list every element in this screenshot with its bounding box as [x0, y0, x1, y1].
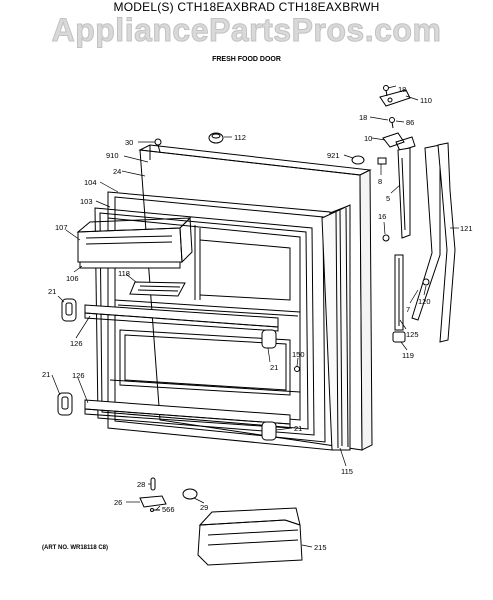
art-number: (ART NO. WR18118 C8): [42, 545, 109, 551]
plug-icon: [208, 132, 224, 144]
shelf-cap-left-lower: [57, 392, 73, 416]
callout-150: 150: [292, 350, 305, 359]
part-29: [182, 488, 198, 500]
callout-106: 106: [66, 274, 79, 283]
callout-120: 120: [418, 297, 431, 306]
callout-119: 119: [402, 351, 414, 360]
callout-125: 125: [406, 330, 419, 339]
door-liner: [94, 207, 315, 436]
callout-215: 215: [314, 543, 327, 552]
hinge-screw-86: [389, 117, 395, 129]
part-28: [150, 477, 156, 491]
plug-921-icon: [351, 155, 365, 165]
lower-handle-strip: [394, 254, 404, 331]
callout-21: 21: [42, 370, 50, 379]
callout-86: 86: [406, 118, 414, 127]
handle-trim: [437, 142, 456, 343]
dairy-door: [79, 261, 181, 269]
callout-10: 10: [364, 134, 372, 143]
callout-28: 28: [137, 480, 145, 489]
callout-24: 24: [113, 167, 121, 176]
screw-16-icon: [382, 234, 390, 242]
callout-118: 118: [118, 269, 130, 278]
handle-screw-120: [422, 278, 430, 286]
callout-30: 30: [125, 138, 133, 147]
callout-115: 115: [341, 467, 353, 476]
callout-126: 126: [72, 371, 85, 380]
handle-insert: [411, 144, 441, 321]
callout-104: 104: [84, 178, 97, 187]
callout-110: 110: [420, 96, 432, 105]
callout-21: 21: [270, 363, 278, 372]
leader-lines: [51, 85, 459, 548]
callout-112: 112: [234, 133, 246, 142]
shelf-cap-right-lower: [261, 421, 277, 441]
callout-18: 18: [398, 85, 406, 94]
hinge-pin: [377, 157, 387, 165]
callout-7: 7: [406, 305, 410, 314]
hinge-cap: [379, 89, 411, 107]
door-handle: [397, 147, 411, 239]
handle-bracket-119: [392, 331, 406, 343]
section-title: FRESH FOOD DOOR: [212, 56, 281, 63]
callout-8: 8: [378, 177, 382, 186]
callout-103: 103: [80, 197, 93, 206]
callout-21: 21: [294, 424, 302, 433]
callout-29: 29: [200, 503, 208, 512]
callout-107: 107: [55, 223, 68, 232]
callout-18: 18: [359, 113, 367, 122]
dairy-compartment: [76, 216, 193, 264]
callout-121: 121: [460, 224, 473, 233]
watermark: AppliancePartsPros.com: [51, 12, 442, 49]
part-26: [139, 495, 167, 508]
callout-5: 5: [386, 194, 390, 203]
model-title: MODEL(S) CTH18EAXBRAD CTH18EAXBRWH: [113, 0, 380, 14]
callout-16: 16: [378, 212, 386, 221]
door-bin: [197, 507, 303, 566]
shelf-cap-right-upper: [261, 329, 277, 349]
upper-shelf: [84, 304, 279, 332]
callout-labels: 18 110 18 86 30 112 10 910 921 24 8 104 …: [42, 85, 473, 552]
callout-921: 921: [327, 151, 340, 160]
callout-126: 126: [70, 339, 83, 348]
callout-566: 566: [162, 505, 175, 514]
shelf-cap-left-upper: [61, 298, 77, 322]
callout-910: 910: [106, 151, 119, 160]
callout-21: 21: [48, 287, 56, 296]
hinge-bracket: [382, 132, 416, 152]
part-566: [150, 508, 160, 512]
screw-150-icon: [294, 366, 300, 372]
callout-26: 26: [114, 498, 122, 507]
egg-tray: [129, 281, 186, 297]
